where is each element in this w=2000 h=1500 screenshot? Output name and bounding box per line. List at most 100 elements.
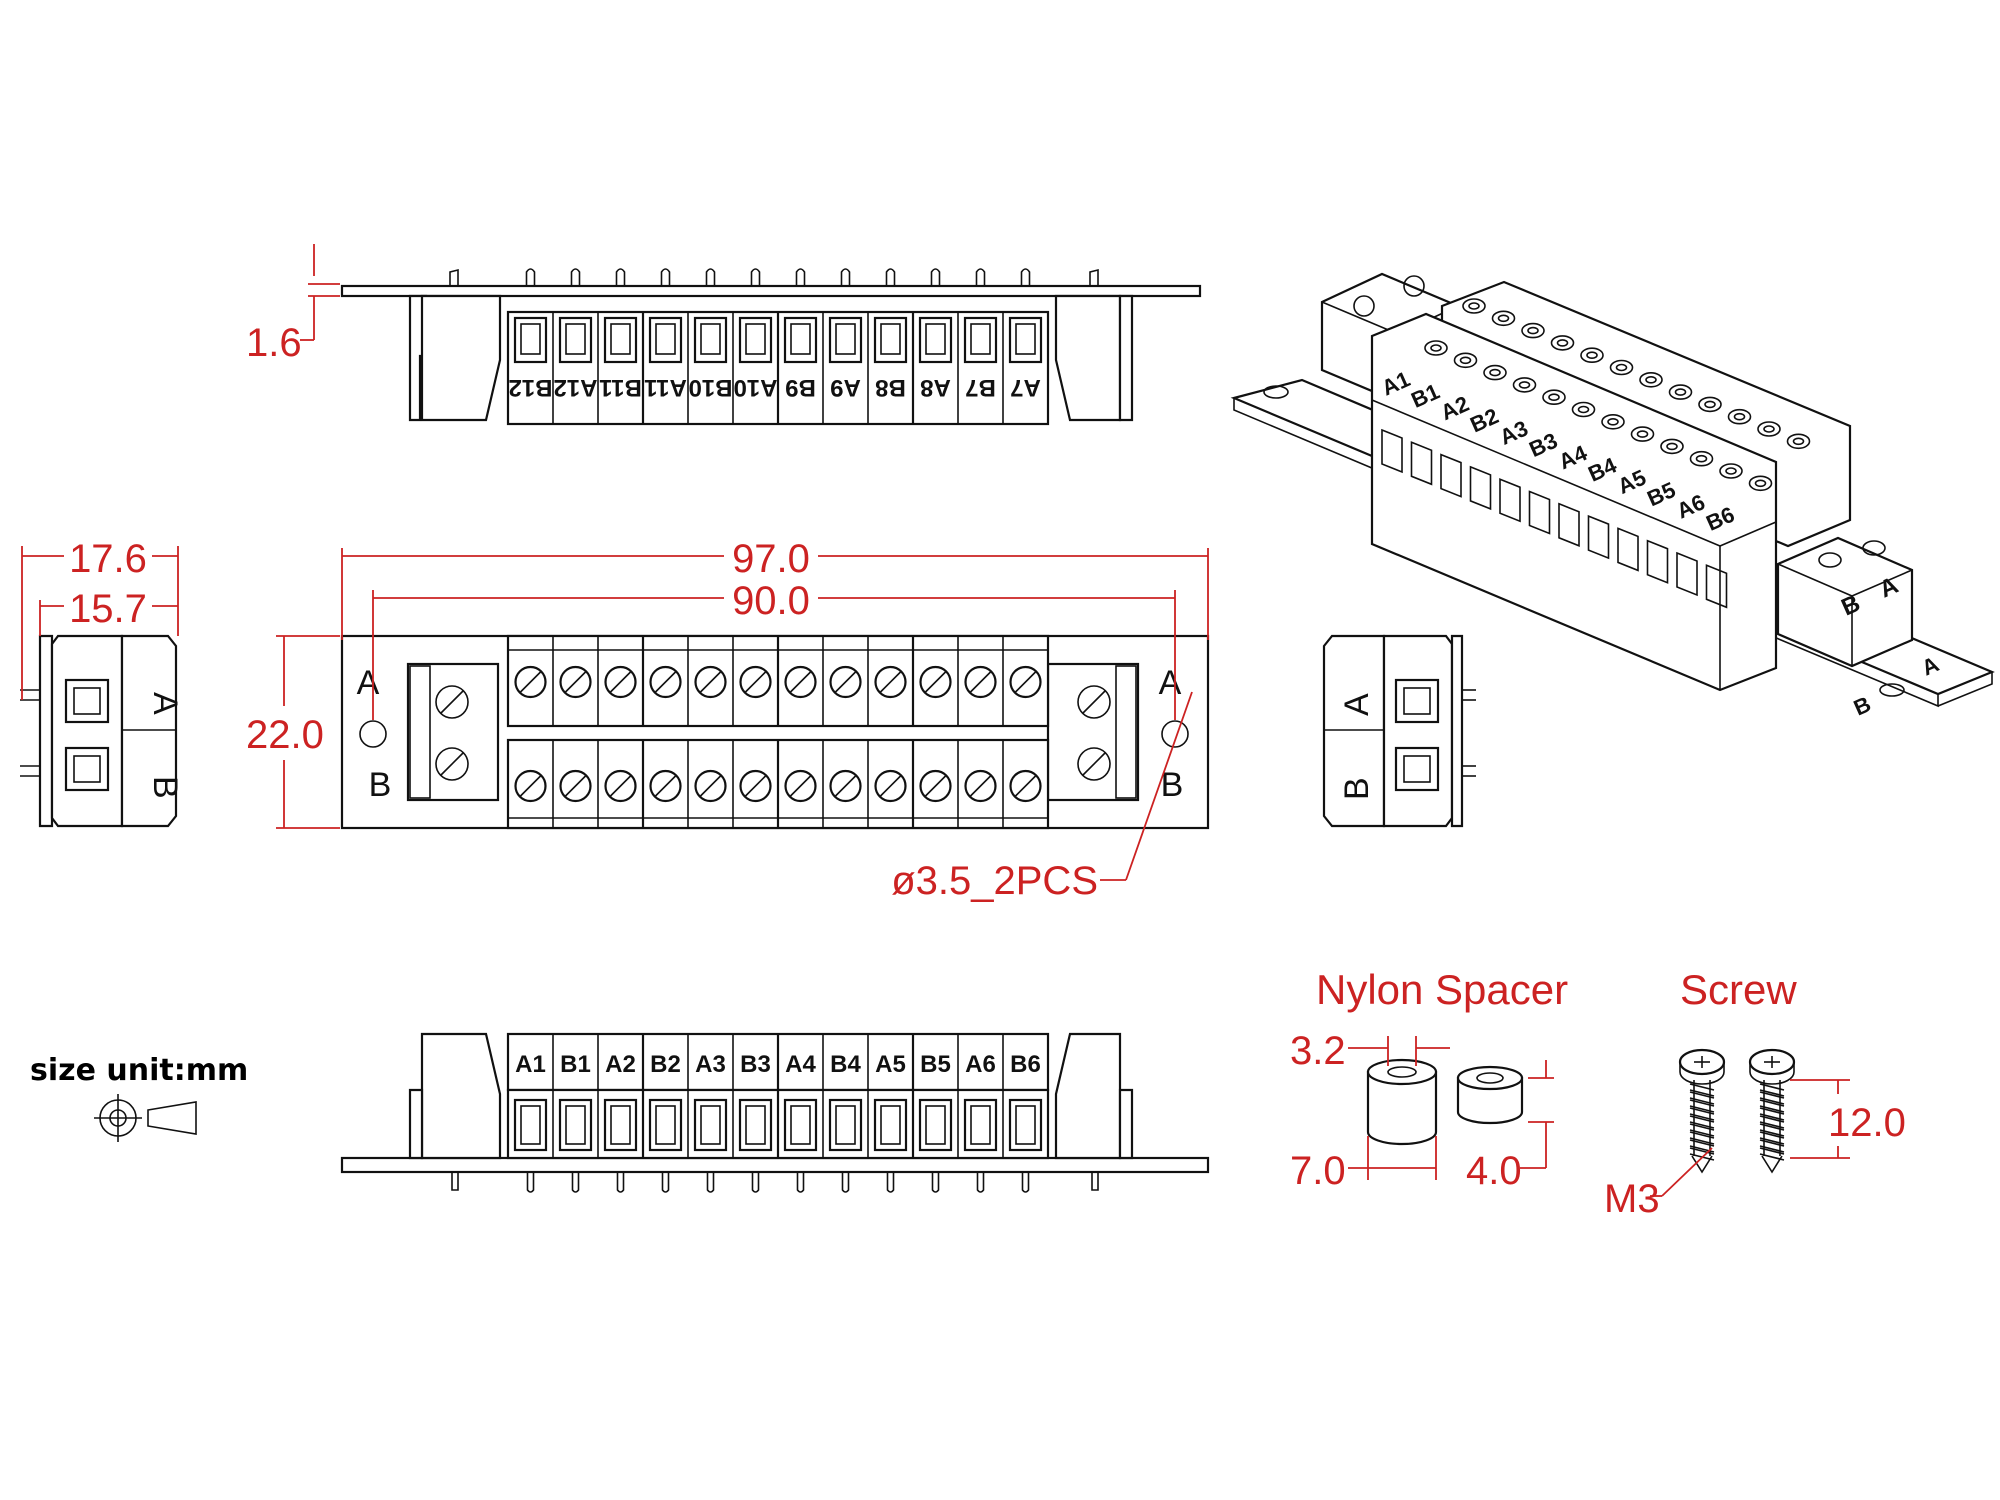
dim-pcb-thickness-label: 1.6 xyxy=(246,321,302,365)
bottom-view-label: A4 xyxy=(785,1051,816,1078)
nylon-spacer: Nylon Spacer xyxy=(1316,966,1568,1146)
top-view-label: A10 xyxy=(733,374,777,401)
dim-screw-length-label: 12.0 xyxy=(1828,1101,1906,1145)
iso-screw-hole xyxy=(1786,433,1811,450)
bottom-view-slot xyxy=(738,1098,773,1152)
mount-hole-right xyxy=(1161,720,1189,748)
bottom-view-pcb xyxy=(340,1156,1210,1174)
iso-screw-hole xyxy=(1424,340,1448,356)
iso-screw-hole xyxy=(1512,377,1537,393)
top-view-left-block xyxy=(420,294,502,422)
dim-overall-length: 97.0 xyxy=(341,537,1209,640)
right-side-a: A xyxy=(1338,693,1376,716)
iso-screw-hole xyxy=(1601,413,1625,430)
iso-wire-opening xyxy=(1587,514,1610,560)
bottom-view-slot xyxy=(918,1098,953,1152)
iso-screw-hole xyxy=(1660,438,1684,455)
dim-screw-thread-label: M3 xyxy=(1604,1177,1660,1221)
dim-spacer-height-label: 4.0 xyxy=(1466,1149,1522,1193)
iso-wire-opening xyxy=(1410,441,1433,486)
top-view-label: A12 xyxy=(553,374,597,401)
bottom-view-slot xyxy=(603,1098,638,1152)
bottom-view-label: B3 xyxy=(740,1051,771,1078)
iso-wire-opening xyxy=(1558,502,1580,547)
iso-screw-hole xyxy=(1639,371,1663,388)
dim-side-depth-inner-label: 15.7 xyxy=(69,587,147,631)
top-view-label: A9 xyxy=(830,374,861,401)
bottom-view-label: A6 xyxy=(965,1051,996,1078)
bottom-view-label: B5 xyxy=(920,1051,951,1078)
dim-mount-hole: ø3.5_2PCS xyxy=(891,691,1193,903)
top-view-label: B10 xyxy=(688,374,732,401)
iso-screw-hole xyxy=(1609,359,1634,376)
bottom-view-slot xyxy=(513,1098,548,1152)
mount-hole-left xyxy=(359,720,387,748)
iso-pcb-b: B xyxy=(1850,691,1875,720)
bottom-view-label: B6 xyxy=(1010,1051,1041,1078)
size-unit: size unit:mm xyxy=(30,1053,248,1142)
bottom-view-label: A5 xyxy=(875,1051,906,1078)
bottom-view-slot xyxy=(693,1098,728,1152)
iso-screw-hole xyxy=(1719,463,1743,479)
iso-screw-hole xyxy=(1668,384,1693,400)
iso-wire-opening xyxy=(1440,453,1462,498)
dim-width-label: 22.0 xyxy=(246,713,324,757)
iso-screw-hole xyxy=(1521,322,1545,339)
front-a-left: A xyxy=(357,664,380,702)
left-side-b: B xyxy=(146,776,184,799)
iso-wire-opening xyxy=(1381,428,1403,474)
bottom-view-slot xyxy=(558,1098,593,1152)
top-view-label: A7 xyxy=(1010,374,1041,401)
screw-drawings xyxy=(1678,1048,1796,1174)
bottom-view-pins xyxy=(451,1172,1099,1193)
top-view-pins xyxy=(449,268,1099,286)
right-side-b: B xyxy=(1338,777,1376,800)
bottom-view-slot xyxy=(648,1098,683,1152)
iso-screw-hole xyxy=(1580,347,1604,364)
front-b-left: B xyxy=(369,766,392,804)
spacer-title: Nylon Spacer xyxy=(1316,966,1568,1013)
dim-spacer-outer-label: 7.0 xyxy=(1290,1149,1346,1193)
top-view-right-block xyxy=(1054,294,1122,422)
top-view-slot xyxy=(918,316,953,364)
front-a-right: A xyxy=(1159,664,1182,702)
left-side-view: A B xyxy=(20,634,184,828)
iso-wire-opening xyxy=(1469,465,1492,511)
iso-screw-hole xyxy=(1491,310,1516,327)
iso-wire-opening xyxy=(1676,551,1698,597)
iso-screw-hole xyxy=(1571,401,1596,418)
dim-mount-hole-label: ø3.5_2PCS xyxy=(891,859,1098,903)
iso-screw-hole xyxy=(1630,426,1655,442)
bottom-view-label: B2 xyxy=(650,1051,681,1078)
iso-front-bank xyxy=(1370,312,1778,692)
dim-spacer-inner-label: 3.2 xyxy=(1290,1029,1346,1073)
screws: Screw xyxy=(1678,966,1797,1174)
front-screws xyxy=(507,636,1048,828)
iso-mount-hole xyxy=(1879,683,1905,697)
bottom-view-left-block xyxy=(420,1032,502,1160)
top-view-label: B12 xyxy=(508,374,552,401)
front-b-right: B xyxy=(1161,766,1184,804)
iso-wire-opening xyxy=(1499,478,1521,523)
bottom-view-slot xyxy=(963,1098,998,1152)
iso-screw-hole xyxy=(1550,335,1575,351)
iso-screw-hole xyxy=(1757,421,1781,437)
dim-screw: 12.0 M3 xyxy=(1604,1079,1906,1221)
left-side-a: A xyxy=(146,692,184,715)
iso-wire-opening xyxy=(1617,527,1639,572)
top-view-label: B8 xyxy=(875,374,906,401)
iso-screw-hole xyxy=(1698,396,1722,413)
bottom-view-label: B4 xyxy=(830,1051,861,1078)
bottom-view-label: A2 xyxy=(605,1051,636,1078)
dim-spacer: 3.2 7.0 4.0 xyxy=(1290,1029,1554,1193)
top-view-slot xyxy=(783,316,818,364)
top-view-label: B9 xyxy=(785,374,816,401)
top-view-label: A8 xyxy=(920,374,951,401)
iso-right-block xyxy=(1776,536,1914,668)
size-unit-label: size unit:mm xyxy=(30,1053,248,1088)
bottom-view-label: A1 xyxy=(515,1051,546,1078)
